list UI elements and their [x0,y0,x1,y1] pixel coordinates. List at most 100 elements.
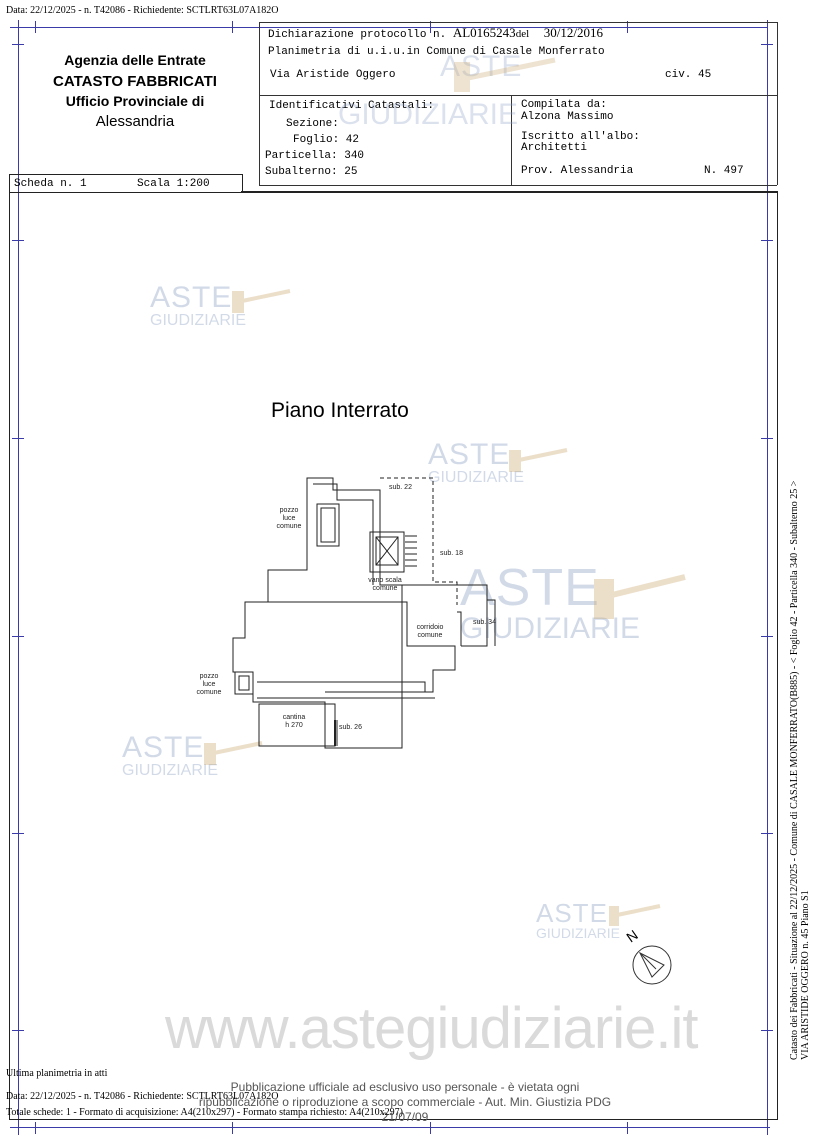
frame-tick [12,1030,24,1031]
frame-tick [12,438,24,439]
publication-notice: Pubblicazione ufficiale ad esclusivo uso… [175,1080,635,1125]
site-watermark: www.astegiudiziarie.it [165,996,698,1061]
label-comune: comune [372,585,398,592]
watermark-giudiziarie-text: GIUDIZIARIE [460,612,641,645]
building-outline [232,477,403,749]
watermark-aste-text: ASTE [440,50,523,83]
drawing-area-top-border [241,191,777,193]
frame-tick [232,21,233,33]
label-pozzo: pozzo [279,507,299,514]
compilata-label: Compilata da: [521,99,607,111]
label-sub34: sub. 34 [473,619,496,626]
watermark-giudiziarie-text: GIUDIZIARIE [338,98,519,131]
frame-tick [232,1122,233,1134]
gavel-watermark-icon [594,574,686,619]
side-catasto-info: Catasto dei Fabbricati - Situazione al 2… [789,480,800,1060]
watermark-aste-text: ASTE [428,438,511,471]
civic-number: civ. 45 [665,69,712,81]
frame-right-line [767,20,768,1135]
frame-tick [12,44,24,45]
frame-tick [761,240,773,241]
frame-tick [12,833,24,834]
provincia: Prov. Alessandria [521,165,634,177]
sub18-boundary [432,500,458,605]
header-table-border [511,95,512,185]
watermark-giudiziarie-text: GIUDIZIARIE [122,762,219,779]
frame-tick [627,1122,628,1134]
scheda-box [9,174,243,193]
label-comune: comune [276,523,302,530]
street-address: Via Aristide Oggero [270,69,396,81]
scheda-number: Scheda n. 1 [14,178,87,190]
header-table-border [259,22,777,23]
protocol-del: del [515,28,530,40]
label-sub18: sub. 18 [440,550,463,557]
floor-title: Piano Interrato [271,399,409,422]
frame-tick [430,1122,431,1134]
catasto-title: CATASTO FABBRICATI [53,73,217,90]
label-comune: comune [417,632,443,639]
watermark-aste-text: ASTE [460,559,600,617]
light-well-2 [234,671,254,695]
compilata-name: Alzona Massimo [521,111,614,123]
watermark-aste-text: ASTE [122,731,205,764]
frame-tick [761,44,773,45]
frame-tick [761,1030,773,1031]
footer-data: Data: 22/12/2025 - n. T42086 - Richieden… [6,1091,279,1102]
label-corridoio: corridoio [416,624,444,631]
gavel-watermark-icon [232,289,291,313]
frame-tick [35,1122,36,1134]
header-table-border [259,185,777,186]
label-pozzo: pozzo [199,673,219,680]
label-vano-scala: vano scala [368,577,402,584]
frame-tick [12,636,24,637]
frame-bottom-line [10,1127,770,1128]
label-stairwell: vano scala comune [363,577,407,593]
agency-name: Agenzia delle Entrate [64,52,206,68]
watermark-aste-text: ASTE [536,898,608,928]
albo-label: Iscritto all'albo: [521,131,640,143]
frame-top-line [10,27,768,28]
frame-tick [627,21,628,33]
header-request-info: Data: 22/12/2025 - n. T42086 - Richieden… [6,5,279,16]
label-luce: luce [202,681,216,688]
aste-watermark: ASTE GIUDIZIARIE [536,900,620,940]
agency-block: Agenzia delle Entrate CATASTO FABBRICATI… [30,50,240,133]
header-table-border [259,22,260,185]
frame-tick [430,21,431,33]
ufficio-label: Ufficio Provinciale di [65,93,205,109]
label-light-well-2: pozzo luce comune [192,673,226,697]
footer-totale: Totale schede: 1 - Formato di acquisizio… [6,1107,403,1118]
albo-value: Architetti [521,142,588,154]
label-corridor: corridoio comune [410,624,450,640]
aste-watermark: GIUDIZIARIE [338,100,518,130]
watermark-giudiziarie-text: GIUDIZIARIE [428,469,525,486]
gavel-watermark-icon [509,448,568,472]
subalterno-field: Subalterno: 25 [265,166,358,178]
stair-shaft [369,531,405,573]
label-luce: luce [282,515,296,522]
sezione-field: Sezione: [286,118,339,130]
light-well-1 [316,503,340,547]
frame-left-line [18,20,19,1135]
label-sub26: sub. 26 [339,724,362,731]
label-comune: comune [196,689,222,696]
header-table-border [259,95,777,96]
label-light-well-1: pozzo luce comune [272,507,306,531]
protocol-label: Dichiarazione protocollo n. [268,29,447,41]
frame-tick [761,833,773,834]
label-height: h 270 [285,722,303,729]
label-cellar: cantina h 270 [276,714,312,730]
frame-tick [12,240,24,241]
corridor-outline [268,601,456,693]
compass-icon [632,945,672,985]
aste-watermark: ASTE [440,52,522,82]
particella-field: Particella: 340 [265,150,365,162]
gavel-watermark-icon [609,904,661,926]
scale-label: Scala 1:200 [137,178,210,190]
protocol-date: 30/12/2016 [543,25,603,40]
publication-notice-line1: Pubblicazione ufficiale ad esclusivo uso… [230,1080,580,1094]
watermark-giudiziarie-text: GIUDIZIARIE [150,312,247,329]
ufficio-city: Alessandria [95,113,175,130]
sub22-boundary [380,477,434,500]
